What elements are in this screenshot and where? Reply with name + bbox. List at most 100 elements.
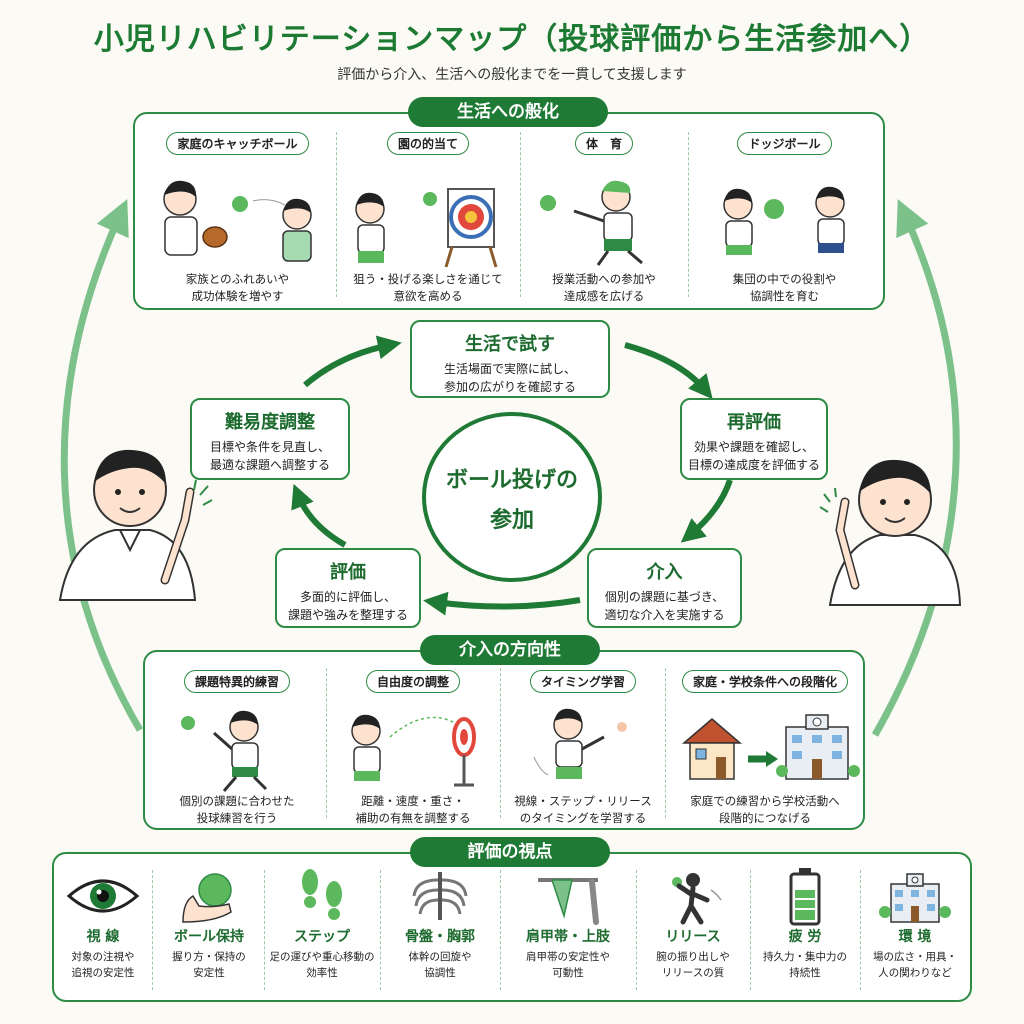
views-panel-label: 評価の視点 [410,837,610,867]
view-desc-2: 人の関わりなど [878,967,952,979]
cycle-reeval: 再評価 効果や課題を確認し、 目標の達成度を評価する [680,398,828,480]
view-fatigue: 疲 労 持久力・集中力の 持続性 [752,866,858,981]
card-tag: 園の的当て [386,132,469,155]
card-tag: 家庭・学校条件への段階化 [681,670,848,693]
view-environment: 環 境 場の広さ・用具・ 人の関わりなど [862,866,968,981]
cycle-try-title: 生活で試す [465,334,555,355]
cycle-reeval-title: 再評価 [727,412,781,433]
card-tag: 家庭のキャッチボール [166,132,309,155]
card-caption-1: 個別の課題に合わせた [179,794,295,808]
life-card-catchball: 家庭のキャッチボール 家族とのふれあいや 成功体験を増やす [145,132,330,305]
divider [264,870,265,990]
cycle-adjust: 難易度調整 目標や条件を見直し、 最適な課題へ調整する [190,398,350,480]
view-desc-1: 肩甲帯の安定性や [526,951,610,963]
view-ball-hold: ボール保持 握り方・保持の 安定性 [156,866,262,981]
view-desc-2: リリースの質 [661,967,725,979]
center-circle: ボール投げの 参加 [422,412,602,582]
center-text-1: ボール投げの [445,468,578,493]
card-tag: 課題特異的練習 [183,670,290,693]
view-step: ステップ 足の運びや重心移動の 効率性 [266,866,378,981]
arrow-adjust-to-try [303,335,402,388]
cycle-evaluate-title: 評価 [330,562,366,583]
cycle-evaluate: 評価 多面的に評価し、 課題や強みを整理する [275,548,421,628]
view-desc-1: 場の広さ・用具・ [873,951,957,963]
life-card-target: 園の的当て 狙う・投げる楽しさを通じて 意欲を高める [340,132,516,305]
divider [152,870,153,990]
throwing-figure-icon [672,873,722,925]
therapist-right-illustration [819,459,962,606]
card-caption-1: 狙う・投げる楽しさを通じて [353,272,503,286]
therapist-left-illustration [58,449,213,601]
home-to-school-illustration [681,714,860,780]
dodgeball-illustration [723,186,845,255]
cycle-reeval-desc-1: 効果や課題を確認し、 [693,440,814,454]
life-panel-label: 生活への般化 [408,97,608,127]
cycle-intervene-desc-2: 適切な介入を実施する [604,608,725,622]
view-title: 疲 労 [788,929,822,945]
card-caption-2: 段階的につなげる [719,811,811,825]
cycle-try-desc-1: 生活場面で実際に試し、 [443,362,576,376]
view-desc-2: 可動性 [552,967,584,979]
life-card-dodgeball: ドッジボール 集団の中での役割や 協調性を育む [692,132,877,305]
arrow-intervene-to-evaluate [423,591,581,616]
pe-illustration [540,180,643,266]
divider [380,870,381,990]
view-title: ステップ [294,929,350,945]
cycle-evaluate-desc-2: 課題や強みを整理する [287,608,408,622]
shoulder-blade-icon [538,878,599,925]
cycle-adjust-desc-2: 最適な課題へ調整する [209,458,330,472]
card-caption-1: 家庭での練習から学校活動へ [690,794,840,808]
card-caption-1: 集団の中での役割や [732,272,837,286]
view-desc-1: 持久力・集中力の [763,951,847,963]
view-title: ボール保持 [174,929,244,945]
view-desc-2: 安定性 [193,967,225,979]
divider [665,668,666,818]
card-tag: 体 育 [574,132,633,155]
page-title: 小児リハビリテーションマップ（投球評価から生活参加へ） [93,22,931,57]
battery-icon [789,868,821,926]
target-illustration [355,188,498,268]
direction-card-timing: タイミング学習 視線・ステップ・リリース のタイミングを学習する [504,670,662,827]
view-desc-1: 足の運びや重心移動の [269,951,375,963]
view-desc-2: 追視の安定性 [71,967,135,979]
view-gaze: 視 線 対象の注視や 追視の安定性 [56,866,150,981]
freedom-adjust-illustration [351,714,476,787]
direction-panel-label: 介入の方向性 [420,635,600,665]
card-tag: タイミング学習 [529,670,636,693]
view-desc-2: 効率性 [306,967,338,979]
view-desc-1: 体幹の回旋や [408,951,472,963]
card-caption-1: 視線・ステップ・リリース [514,794,652,808]
card-tag: ドッジボール [737,132,832,155]
outer-arc-right [871,199,960,737]
cycle-try: 生活で試す 生活場面で実際に試し、 参加の広がりを確認する [410,320,610,398]
divider [326,668,327,818]
view-desc-1: 握り方・保持の [172,951,246,963]
card-caption-1: 距離・速度・重さ・ [361,794,465,808]
cycle-reeval-desc-2: 目標の達成度を評価する [687,458,820,472]
cycle-adjust-title: 難易度調整 [225,412,315,433]
direction-card-stage: 家庭・学校条件への段階化 家庭での練習から学校活動へ 段階的につなげる [670,670,860,827]
view-release: リリース 腕の振り出しや リリースの質 [638,866,748,981]
card-caption-2: のタイミングを学習する [519,811,647,825]
cycle-try-desc-2: 参加の広がりを確認する [443,380,576,394]
view-title: 骨盤・胸郭 [405,929,475,945]
footprints-icon [302,869,342,920]
cycle-evaluate-desc-1: 多面的に評価し、 [299,590,396,604]
eye-icon [66,879,140,913]
divider [688,132,689,297]
view-desc-1: 対象の注視や [71,951,135,963]
card-caption-2: 協調性を育む [750,289,819,303]
view-pelvis-thorax: 骨盤・胸郭 体幹の回旋や 協調性 [382,866,498,981]
catchball-illustration [163,180,312,262]
direction-card-task: 課題特異的練習 個別の課題に合わせた 投球練習を行う [152,670,322,827]
cycle-intervene-desc-1: 個別の課題に基づき、 [604,590,725,604]
timing-learning-illustration [533,708,627,779]
view-desc-2: 持続性 [789,967,821,979]
school-building-icon [879,873,951,923]
view-title: リリース [665,929,721,945]
card-tag: 自由度の調整 [365,670,460,693]
divider [860,870,861,990]
view-shoulder: 肩甲帯・上肢 肩甲帯の安定性や 可動性 [502,866,634,981]
card-caption-1: 授業活動への参加や [552,272,656,286]
